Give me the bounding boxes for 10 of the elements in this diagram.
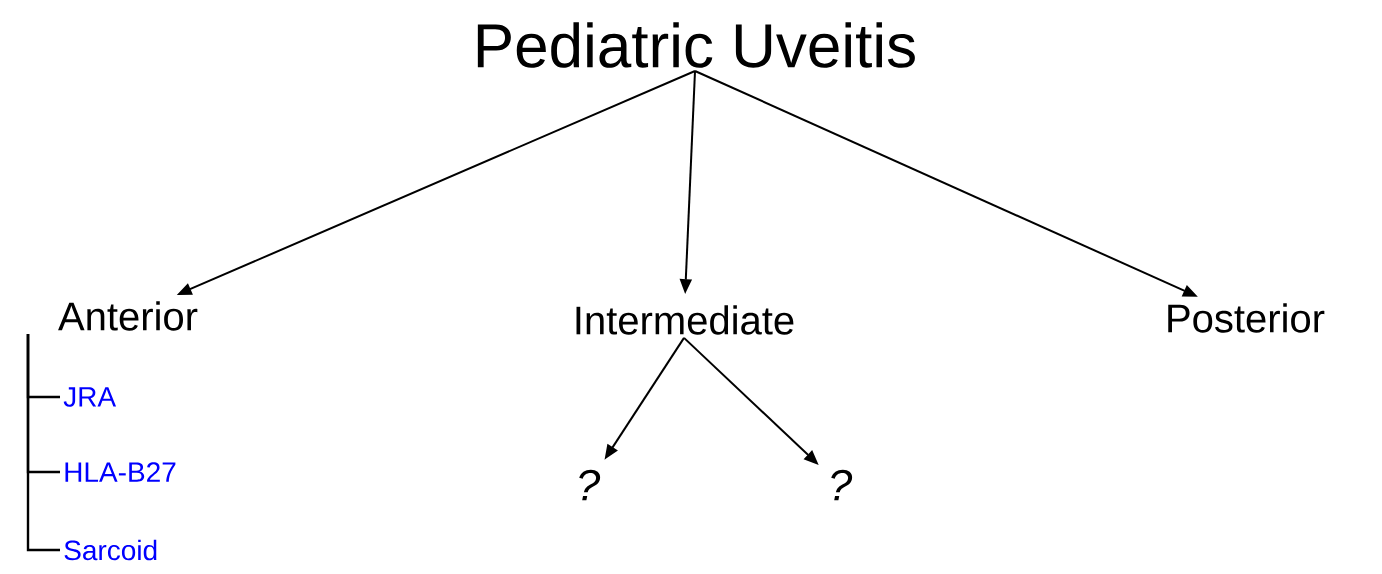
question-mark: ?	[831, 469, 853, 501]
heading: Pediatric Uveitis	[477, 22, 915, 68]
list-item: Sarcoid	[64, 539, 157, 561]
list-item: JRA	[63, 387, 117, 407]
category-label: Intermediate	[576, 305, 794, 335]
question-mark: ?	[579, 469, 601, 501]
category-label: Anterior	[58, 301, 198, 331]
list-item: HLA-B27	[65, 462, 176, 482]
tree-line	[26, 333, 60, 552]
category-label: Posterior	[1168, 303, 1325, 333]
